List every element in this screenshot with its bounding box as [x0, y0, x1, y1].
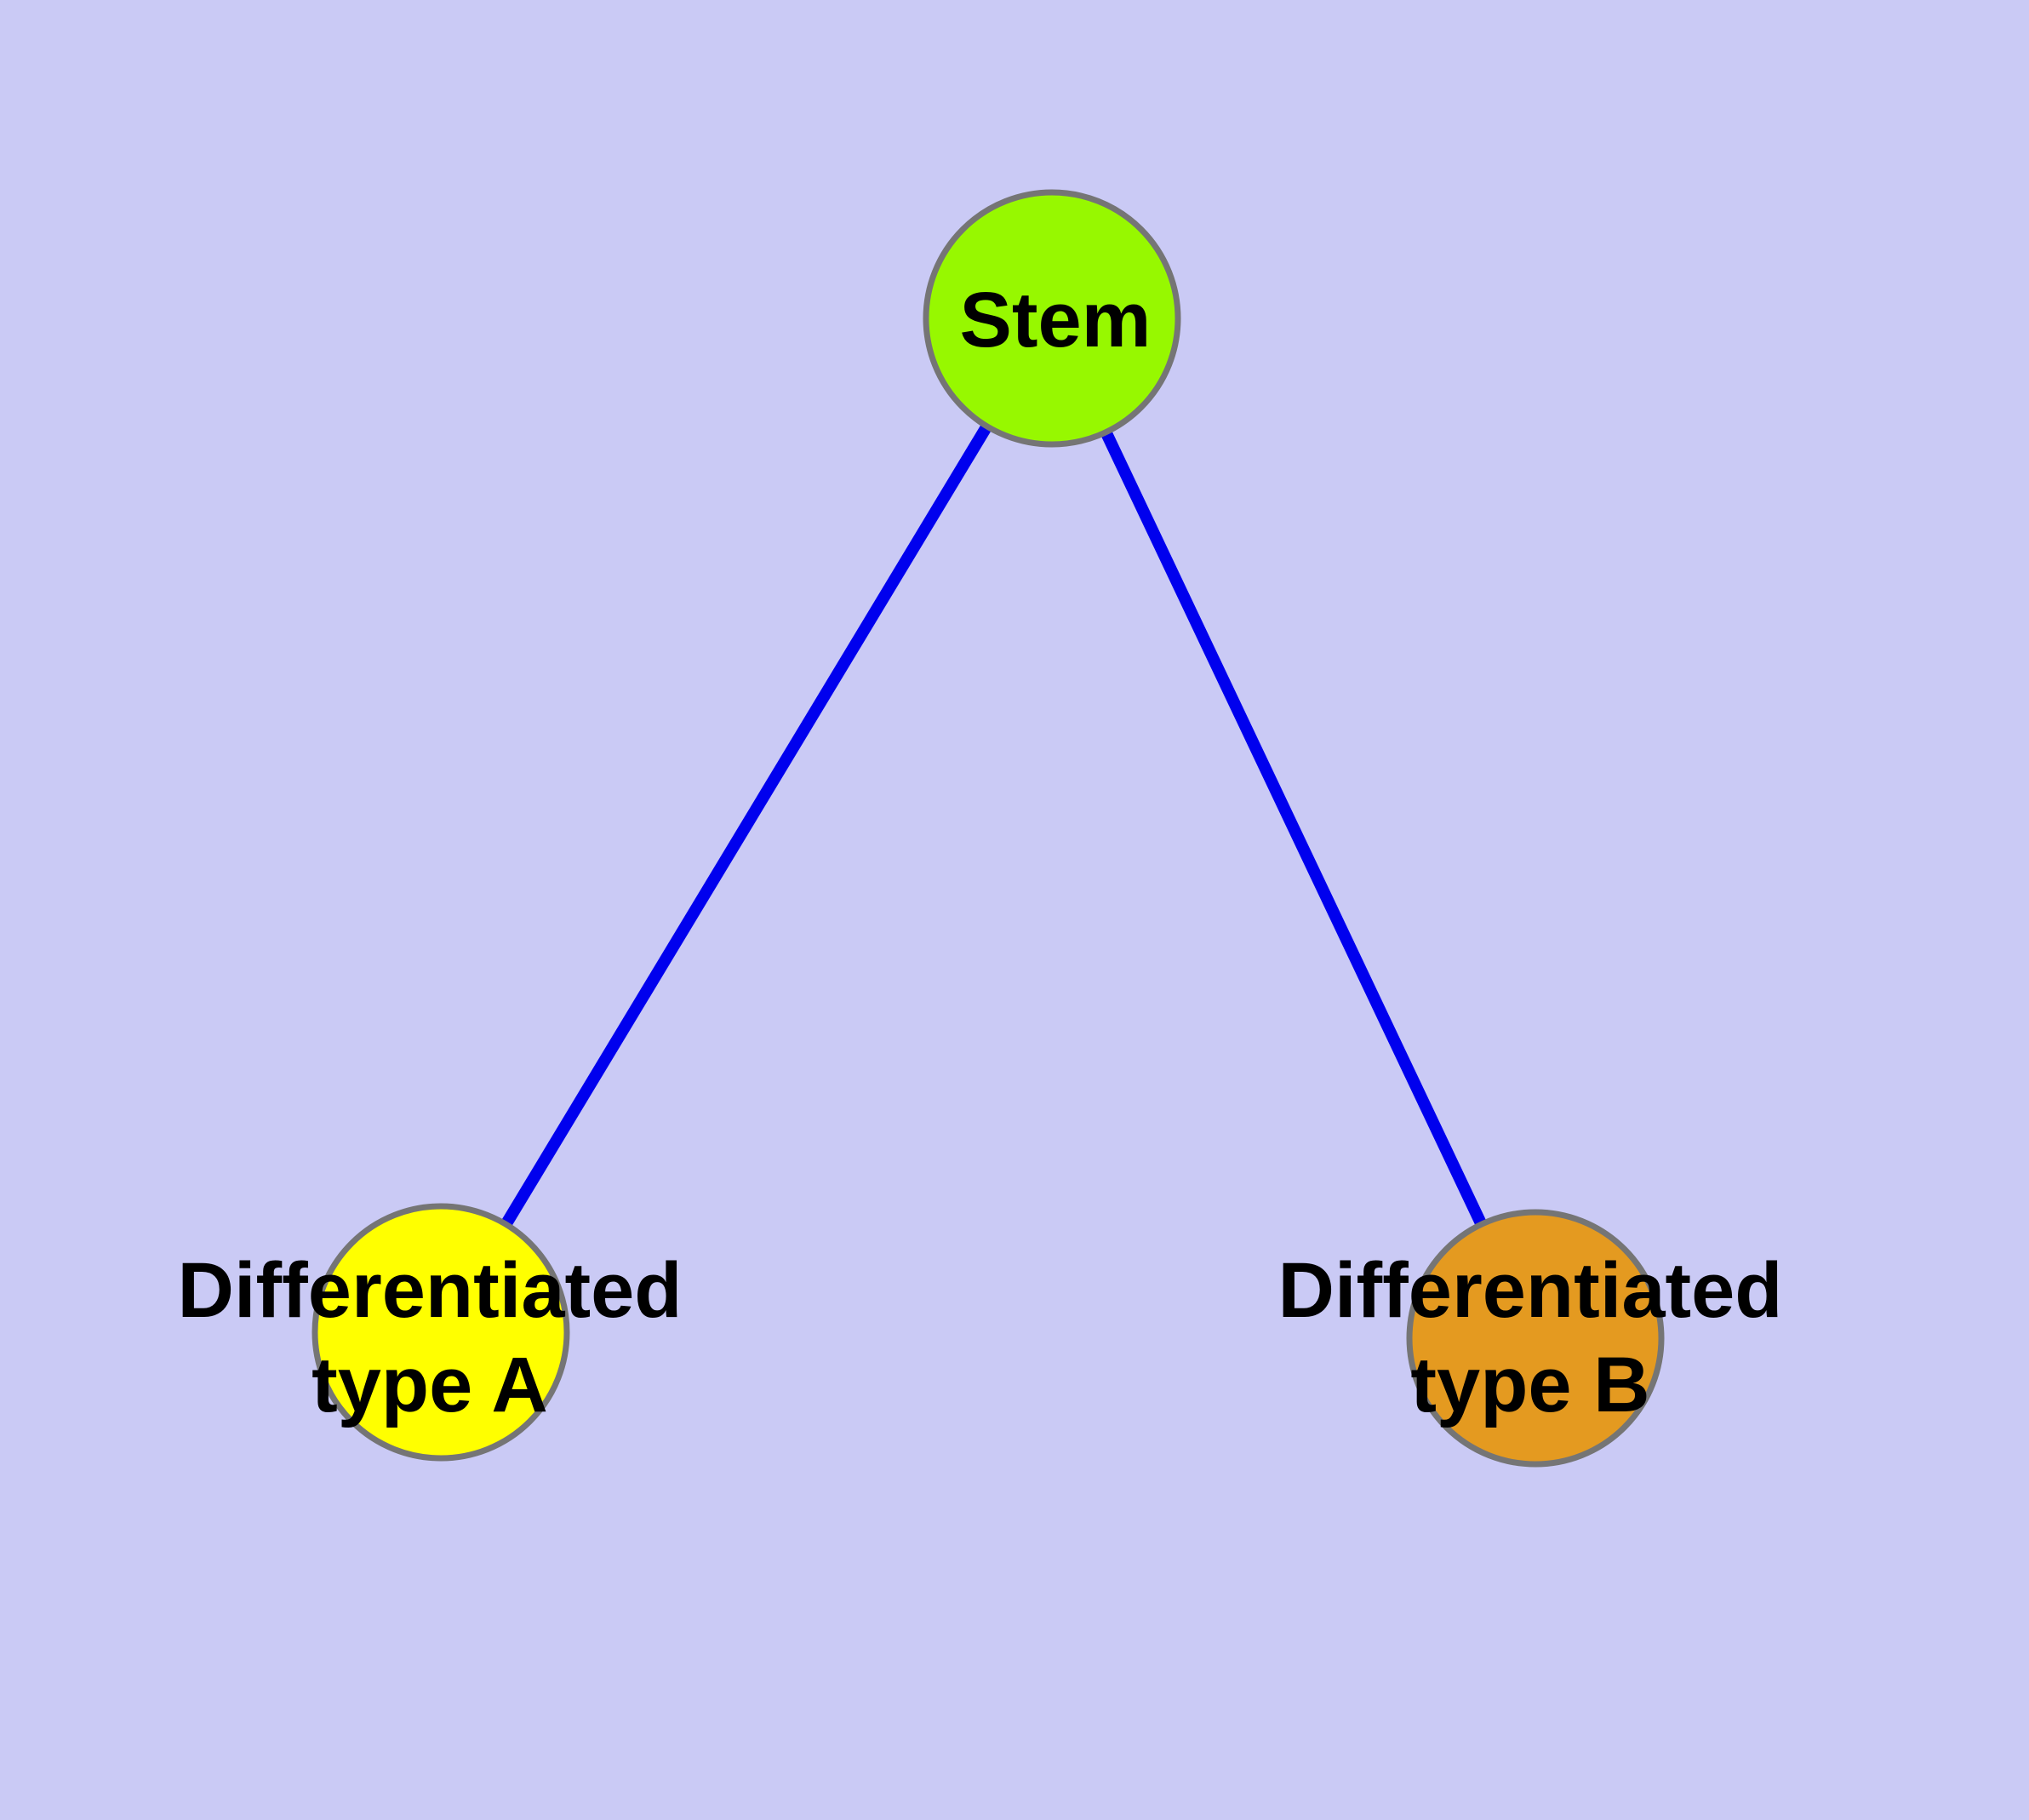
type-b-node-label: Differentiated type B — [1278, 1247, 1783, 1428]
type-a-node-label: Differentiated type A — [178, 1247, 683, 1428]
type-b-label-line-2: type B — [1410, 1342, 1649, 1428]
edge-stem-to-type-b — [1046, 316, 1541, 1341]
type-b-label-line-1: Differentiated — [1278, 1247, 1783, 1334]
stem-node — [923, 189, 1181, 448]
edge-stem-to-type-a — [436, 315, 1057, 1336]
type-a-label-line-2: type A — [311, 1342, 548, 1428]
stem-node-label: Stem — [960, 277, 1152, 363]
type-a-label-line-1: Differentiated — [178, 1247, 683, 1334]
type-b-node — [1406, 1209, 1665, 1468]
type-a-node — [311, 1203, 570, 1462]
